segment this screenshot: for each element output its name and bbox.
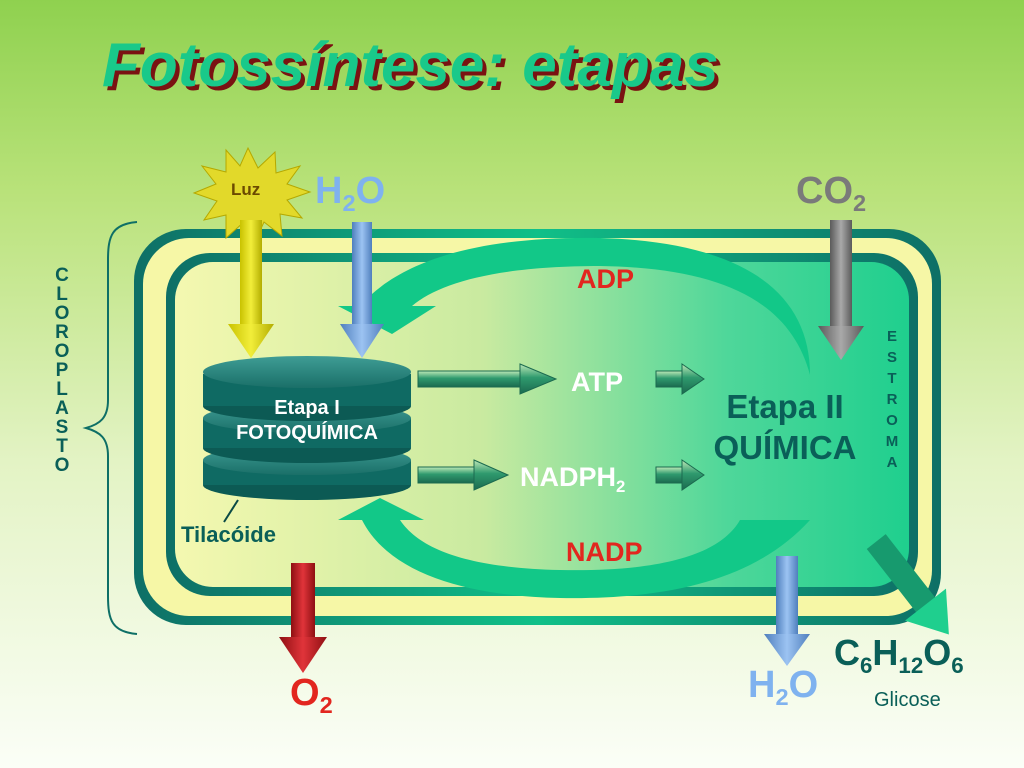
adp-label: ADP [577,264,635,294]
water-in-arrow [340,222,384,358]
thylakoid-stack [203,356,411,523]
page-title: Fotossíntese: etapas [102,31,719,100]
atp-label: ATP [571,367,623,397]
stage2-label: Etapa II QUÍMICA [713,388,857,467]
top-cycle-arrow [338,237,810,375]
glucose-name: Glicose [874,689,941,711]
nadp-label: NADP [566,537,643,567]
glucose-arrow [866,534,949,635]
water-in-formula: H2O [315,170,386,217]
nadph-arrow-1 [417,459,510,491]
water-out-arrow [764,556,810,666]
water-out-formula: H2O [748,664,819,711]
light-label: Luz [231,180,261,199]
atp-arrow-2 [655,363,705,395]
thylakoid-label: Tilacóide [181,522,276,547]
chloroplast-brace [82,221,138,635]
glucose-formula: C6H12O6 [834,632,964,678]
light-arrow [228,220,274,358]
stage1-label: Etapa I FOTOQUÍMICA [236,397,378,444]
bottom-cycle-arrow [338,498,810,599]
nadph-arrow-2 [655,459,705,491]
atp-arrow-1 [417,363,558,395]
co2-formula: CO2 [796,170,867,217]
nadph-label: NADPH2 [520,462,626,496]
o2-formula: O2 [290,672,333,719]
o2-arrow [279,563,327,673]
co2-arrow [818,220,864,360]
